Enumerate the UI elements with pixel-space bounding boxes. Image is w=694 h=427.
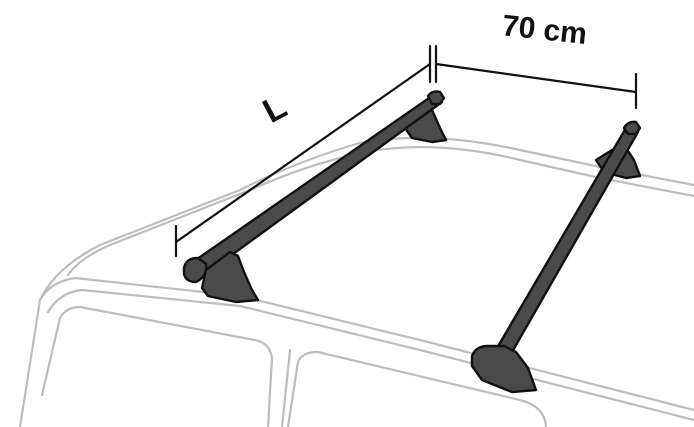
car-front-window [40,305,274,427]
car-roof-inner-edge [66,146,694,277]
spacing-label: 70 cm [500,9,588,51]
car-roof-outer-edge [18,136,694,427]
car-pillar [280,348,292,427]
length-dimension-line [174,62,432,244]
front-roof-bar [182,90,448,304]
dimension-lines [174,44,638,258]
car-outline [18,136,694,427]
car-rear-window [286,350,548,427]
car-door-top-edge-inner [46,288,694,422]
rear-bar-far-cap [622,120,642,136]
front-bar-far-cap [426,90,446,106]
rear-bar-body [488,126,640,368]
spacing-dimension-line [434,62,638,94]
length-label: L [257,88,293,131]
rear-bar-front-foot [470,344,538,394]
rear-roof-bar [470,120,642,394]
front-bar-front-foot [200,250,260,304]
car-door-top-edge [38,276,694,412]
front-bar-body [188,94,444,280]
